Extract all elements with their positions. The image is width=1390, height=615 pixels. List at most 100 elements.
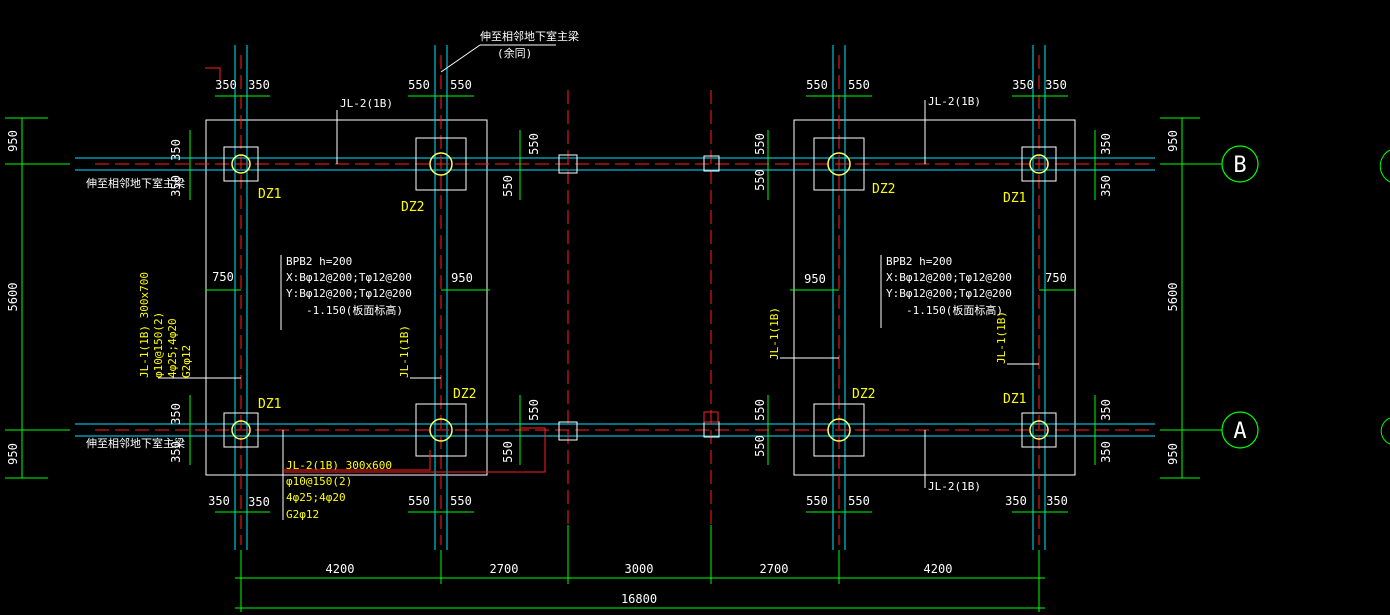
partial-bubble-right xyxy=(1379,149,1390,183)
slab-label-line: BPB2 h=200 xyxy=(886,255,952,268)
column-label-dz1: DZ1 xyxy=(258,397,281,412)
beam-label-jl2: JL-2(1B) xyxy=(928,480,981,493)
dim-3000: 3000 xyxy=(625,562,654,576)
dim-350: 350 xyxy=(169,175,183,197)
column-box xyxy=(415,403,467,457)
beam-lines xyxy=(75,45,1155,550)
dim-550: 550 xyxy=(450,494,472,508)
dim-4200-right: 4200 xyxy=(924,562,953,576)
note-extend-to-beam: 伸至相邻地下室主梁 xyxy=(86,436,185,450)
dim-350: 350 xyxy=(169,403,183,425)
beam-label-jl1: JL-1(1B) xyxy=(768,307,781,360)
beam-detail-line: G2φ12 xyxy=(286,508,319,521)
column-label-dz1: DZ1 xyxy=(1003,392,1026,407)
column-label-dz2: DZ2 xyxy=(872,182,895,197)
column-label-dz1: DZ1 xyxy=(258,187,281,202)
dim-350: 350 xyxy=(169,441,183,463)
right-dim-950-top: 950 xyxy=(1166,130,1180,152)
beam-detail-line: JL-1(1B) 300x700 xyxy=(138,272,151,378)
right-dim-950-bottom: 950 xyxy=(1166,443,1180,465)
small-column-box xyxy=(558,154,578,174)
dim-550: 550 xyxy=(527,399,541,421)
beam-label-jl2: JL-2(1B) xyxy=(340,97,393,110)
axis-label-a: A xyxy=(1233,419,1246,444)
column-box xyxy=(813,137,865,191)
column-dimension-texts-bottom: 350 350 550 550 550 550 350 350 xyxy=(208,494,1068,509)
column-dimension-texts-vertical: 350 350 550 550 550 550 350 350 350 350 … xyxy=(169,133,1113,463)
axis-lines xyxy=(95,55,1150,545)
slab-label-line: X:Bφ12@200;Tφ12@200 xyxy=(886,271,1012,284)
dim-750: 750 xyxy=(212,270,234,284)
column-label-dz1: DZ1 xyxy=(1003,191,1026,206)
dim-350: 350 xyxy=(1099,175,1113,197)
small-column-box xyxy=(558,421,578,441)
dim-550: 550 xyxy=(501,175,515,197)
slab-labels: BPB2 h=200 X:Bφ12@200;Tφ12@200 Y:Bφ12@20… xyxy=(280,255,1012,330)
beam-detail-line: φ10@150(2) xyxy=(152,312,165,378)
dim-550: 550 xyxy=(753,399,767,421)
dim-950: 950 xyxy=(451,271,473,285)
bottom-dimension-texts: 4200 2700 3000 2700 4200 16800 xyxy=(326,562,953,606)
dim-550: 550 xyxy=(501,441,515,463)
column-labels: DZ1 DZ2 DZ2 DZ1 DZ1 DZ2 DZ2 DZ1 xyxy=(258,182,1026,412)
beam-detail-line: 4φ25;4φ20 xyxy=(286,491,346,504)
beam-label-jl2: JL-2(1B) xyxy=(928,95,981,108)
axis-label-b: B xyxy=(1233,153,1246,178)
beam-detail-line: 4φ25;4φ20 xyxy=(166,318,179,378)
dim-350: 350 xyxy=(1099,399,1113,421)
column-label-dz2: DZ2 xyxy=(852,387,875,402)
small-column-box xyxy=(703,155,720,172)
beam-detail-line: G2φ12 xyxy=(180,345,193,378)
beam-detail-line: φ10@150(2) xyxy=(286,475,352,488)
pile-circle xyxy=(429,418,453,442)
left-dim-5600: 5600 xyxy=(6,283,20,312)
dim-750: 750 xyxy=(1045,271,1067,285)
dim-350: 350 xyxy=(1046,494,1068,508)
dim-550: 550 xyxy=(408,494,430,508)
dim-350: 350 xyxy=(1045,78,1067,92)
dim-550: 550 xyxy=(753,169,767,191)
column-box xyxy=(415,137,467,191)
dim-550: 550 xyxy=(450,78,472,92)
dim-550: 550 xyxy=(806,78,828,92)
beam-detail-line: JL-2(1B) 300x600 xyxy=(286,459,392,472)
dim-4200-left: 4200 xyxy=(326,562,355,576)
columns xyxy=(223,137,1057,457)
dim-2700-right: 2700 xyxy=(760,562,789,576)
right-dim-5600: 5600 xyxy=(1166,283,1180,312)
note-extend-to-beam: 伸至相邻地下室主梁 xyxy=(480,29,579,43)
slab-label-line: Y:Bφ12@200;Tφ12@200 xyxy=(886,287,1012,300)
dim-950: 950 xyxy=(804,272,826,286)
dim-350: 350 xyxy=(248,78,270,92)
slab-label-line: BPB2 h=200 xyxy=(286,255,352,268)
mid-dimension-texts: 750 950 950 750 xyxy=(212,270,1067,286)
axis-bubble-b xyxy=(1221,145,1259,183)
slab-label-line: X:Bφ12@200;Tφ12@200 xyxy=(286,271,412,284)
dim-550: 550 xyxy=(753,435,767,457)
left-dim-950-bottom: 950 xyxy=(6,443,20,465)
partial-bubble-right xyxy=(1380,417,1390,445)
column-dimension-texts-top: 350 350 550 550 550 550 350 350 xyxy=(215,78,1067,92)
dim-550: 550 xyxy=(848,78,870,92)
left-dim-950-top: 950 xyxy=(6,130,20,152)
beam-label-jl1: JL-1(1B) xyxy=(995,311,1008,364)
dim-350: 350 xyxy=(215,78,237,92)
column-box xyxy=(1021,412,1057,448)
pile-circle xyxy=(1029,420,1049,440)
column-label-dz2: DZ2 xyxy=(453,387,476,402)
dim-total-16800: 16800 xyxy=(621,592,657,606)
pile-circles xyxy=(231,152,1049,442)
dim-350: 350 xyxy=(248,495,270,509)
note-extend-to-beam: 伸至相邻地下室主梁 xyxy=(86,176,185,190)
dim-550: 550 xyxy=(848,494,870,508)
column-box xyxy=(223,146,259,182)
dimension-lines xyxy=(5,95,1222,612)
note-same-for-others: (余同) xyxy=(497,46,532,60)
axis-bubbles: B A xyxy=(1221,145,1390,449)
beam-label-jl1: JL-1(1B) xyxy=(398,325,411,378)
notes: 伸至相邻地下室主梁 (余同) 伸至相邻地下室主梁 伸至相邻地下室主梁 xyxy=(86,29,579,450)
dim-350: 350 xyxy=(1099,133,1113,155)
slab-label-line: -1.150(板面标高) xyxy=(306,303,403,317)
column-box xyxy=(1021,146,1057,182)
